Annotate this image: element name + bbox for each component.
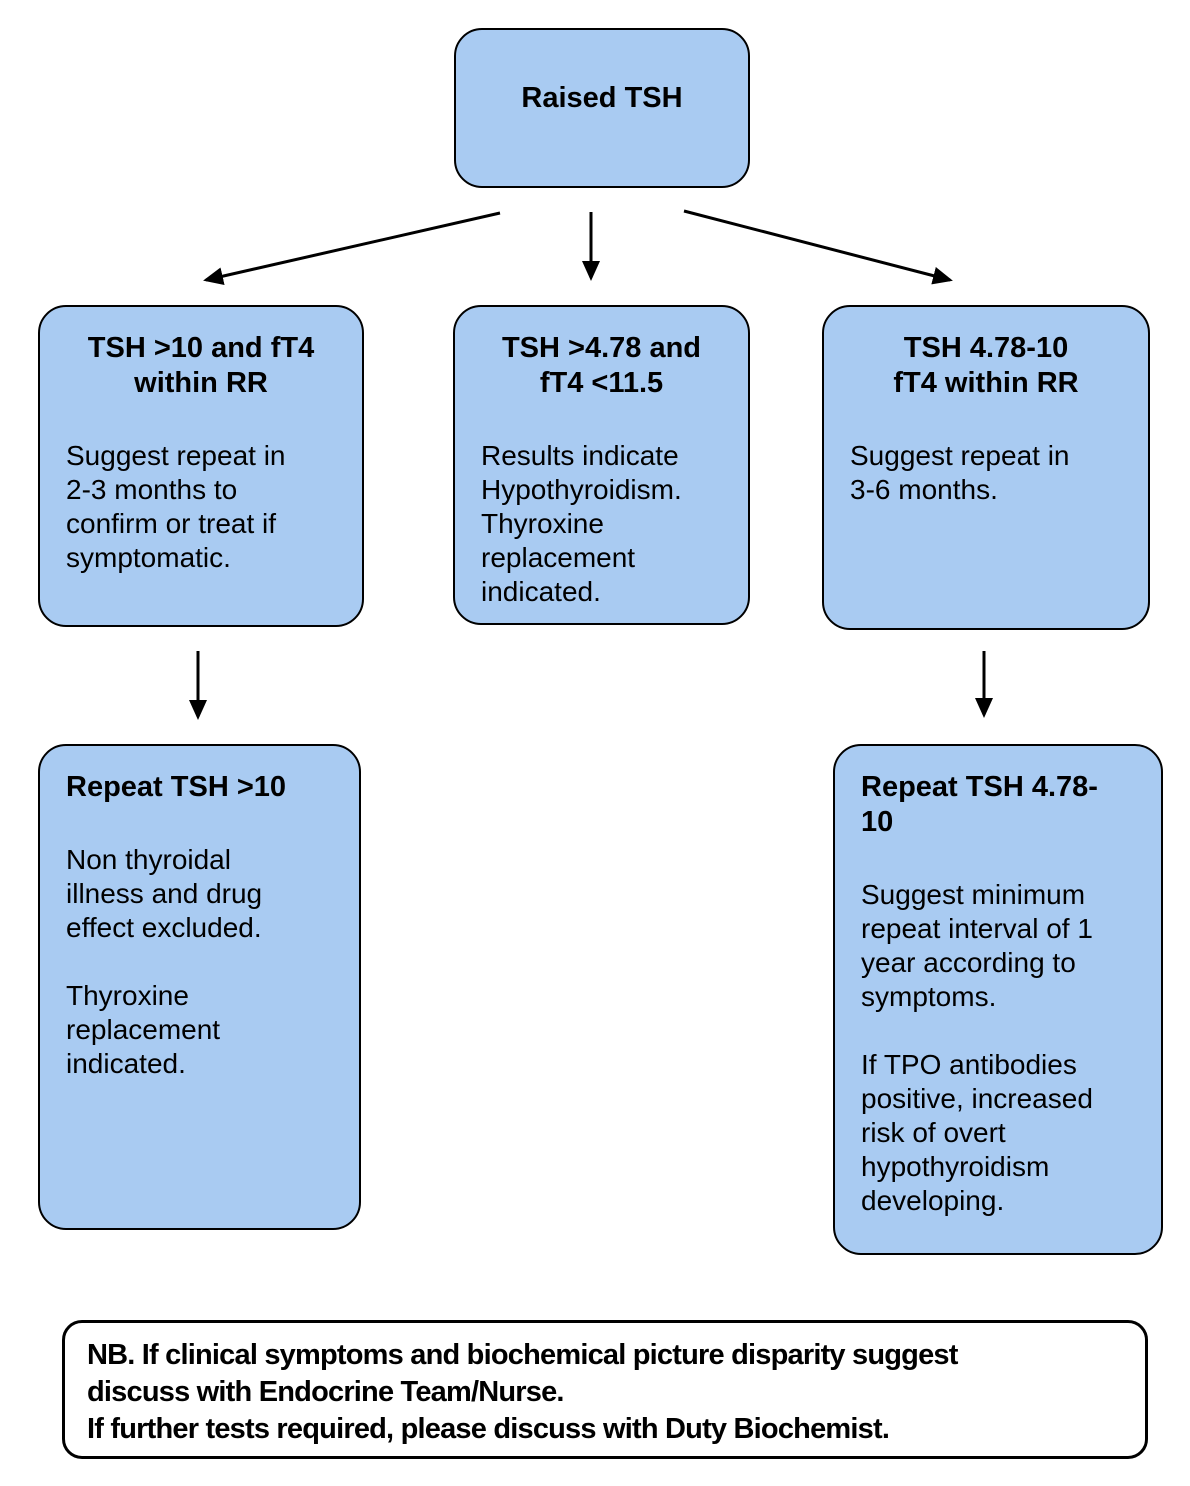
node-tsh-478-10-body: Suggest repeat in 3-6 months. (850, 440, 1070, 505)
nb-note-text: NB. If clinical symptoms and biochemical… (87, 1339, 958, 1445)
node-tsh-gt10-body: Suggest repeat in 2-3 months to confirm … (66, 440, 286, 573)
node-repeat-tsh-gt10-body: Non thyroidal illness and drug effect ex… (66, 844, 263, 1079)
node-tsh-gt478-body: Results indicate Hypothyroidism. Thyroxi… (481, 440, 682, 607)
node-tsh-gt478-ft4-low: TSH >4.78 and fT4 <11.5 Results indicate… (453, 305, 750, 625)
arrow-top-to-left (203, 211, 501, 285)
node-raised-tsh: Raised TSH (454, 28, 750, 188)
node-repeat-tsh-478-10-body: Suggest minimum repeat interval of 1 yea… (861, 879, 1093, 1216)
node-repeat-tsh-gt10-title: Repeat TSH >10 (66, 771, 287, 803)
node-repeat-tsh-478-10-title: Repeat TSH 4.78- 10 (861, 771, 1098, 838)
node-tsh-gt478-title: TSH >4.78 and fT4 <11.5 (501, 332, 702, 399)
node-tsh-gt10-title: TSH >10 and fT4 within RR (87, 332, 315, 399)
node-repeat-tsh-gt10: Repeat TSH >10 Non thyroidal illness and… (38, 744, 361, 1230)
node-repeat-tsh-478-10: Repeat TSH 4.78- 10 Suggest minimum repe… (833, 744, 1163, 1255)
node-tsh-gt10-ft4-within-rr: TSH >10 and fT4 within RR Suggest repeat… (38, 305, 364, 627)
nb-note-box: NB. If clinical symptoms and biochemical… (62, 1320, 1148, 1459)
node-raised-tsh-title: Raised TSH (521, 81, 683, 114)
arrow-top-to-right (683, 209, 953, 285)
node-tsh-478-10-ft4-within-rr: TSH 4.78-10 fT4 within RR Suggest repeat… (822, 305, 1150, 630)
node-tsh-478-10-title: TSH 4.78-10 fT4 within RR (893, 332, 1079, 399)
